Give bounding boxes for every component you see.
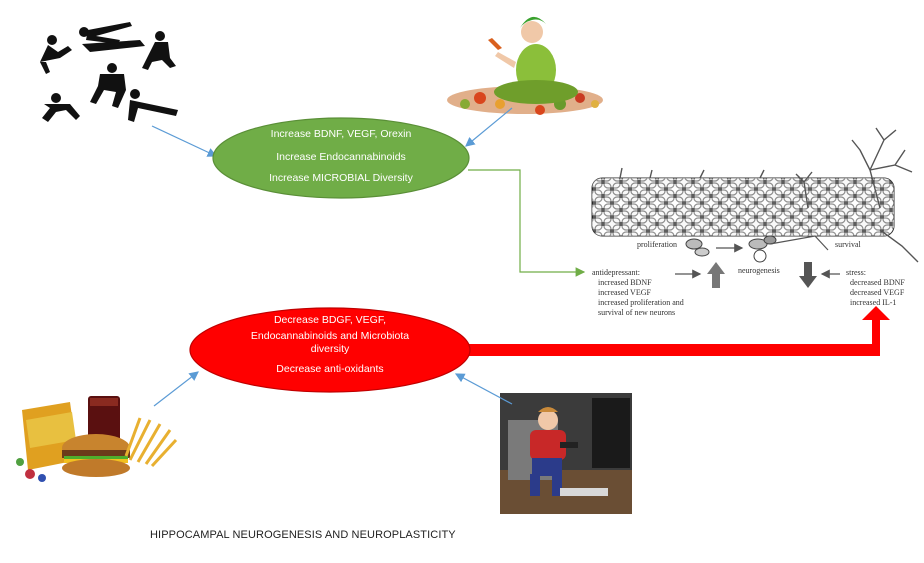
increase-arrow: [707, 262, 725, 288]
stress-title: stress:: [846, 268, 866, 277]
negative-line-1: Decrease BDGF, VEGF,: [273, 314, 387, 326]
progenitor-cells: [685, 235, 829, 263]
stress-item: decreased VEGF: [850, 288, 905, 297]
antidepressant-item: increased proliferation and: [598, 298, 684, 307]
proliferation-label: proliferation: [637, 240, 677, 249]
exercise-image: [38, 15, 183, 132]
hippocampus-schematic: [591, 127, 919, 288]
diet-connector: [465, 107, 513, 147]
figure-caption: HIPPOCAMPAL NEUROGENESIS AND NEUROPLASTI…: [150, 529, 456, 541]
decrease-arrow: [799, 262, 817, 288]
positive-line-1: Increase BDNF, VEGF, Orexin: [270, 128, 412, 140]
neurogenesis-label: neurogenesis: [738, 266, 780, 275]
negative-line-3: diversity: [310, 343, 350, 355]
antidepressant-item: increased BDNF: [598, 278, 652, 287]
stress-block: stress: decreased BDNF decreased VEGF in…: [846, 268, 905, 308]
exercise-connector: [151, 125, 218, 157]
sedentary-image: [500, 393, 632, 514]
antidepressant-title: antidepressant:: [592, 268, 640, 277]
antidepressant-item: survival of new neurons: [598, 308, 676, 317]
junk-food-image: [16, 396, 178, 482]
antidepressant-block: antidepressant: increased BDNF increased…: [592, 268, 684, 318]
junk-food-connector: [153, 371, 199, 407]
vegetables-image: [447, 16, 603, 115]
positive-effects-ellipse: [212, 117, 470, 199]
stress-item: increased IL-1: [850, 298, 897, 307]
positive-line-3: Increase MICROBIAL Diversity: [269, 172, 413, 184]
sedentary-connector: [454, 373, 513, 405]
negative-connector: [468, 306, 890, 356]
stress-item: decreased BDNF: [850, 278, 905, 287]
negative-line-4: Decrease anti-oxidants: [276, 363, 384, 375]
negative-line-2: Endocannabinoids and Microbiota: [250, 330, 410, 342]
negative-effects-ellipse: [189, 307, 471, 393]
survival-label: survival: [835, 240, 861, 249]
antidepressant-item: increased VEGF: [598, 288, 651, 297]
positive-connector: [468, 169, 586, 277]
positive-line-2: Increase Endocannabinoids: [276, 151, 406, 163]
